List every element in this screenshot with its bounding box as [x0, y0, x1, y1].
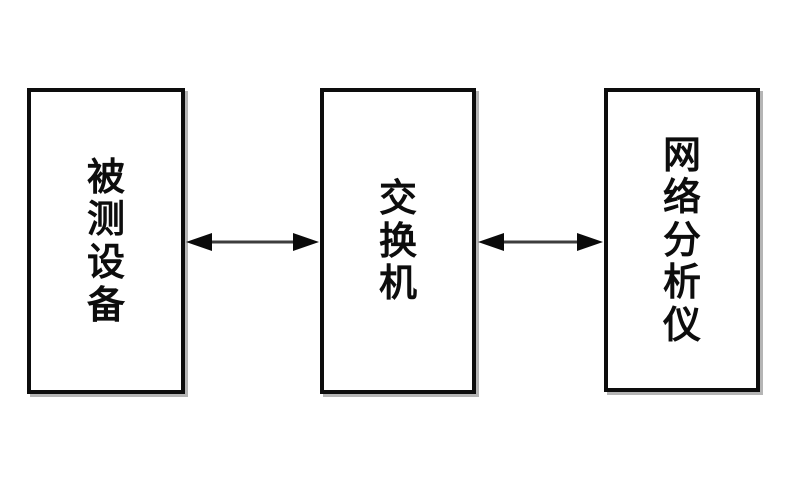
box-device-under-test: 被测设备	[27, 88, 185, 394]
box-device-under-test-label: 被测设备	[87, 153, 126, 327]
box-switch: 交换机	[320, 88, 476, 394]
box-network-analyzer-label: 网络分析仪	[663, 131, 702, 347]
double-headed-arrow-icon	[478, 233, 603, 251]
double-headed-arrow-icon	[186, 233, 319, 251]
box-network-analyzer: 网络分析仪	[604, 88, 760, 392]
box-switch-label: 交换机	[379, 175, 418, 306]
bidirectional-arrow-switch-analyzer	[477, 229, 604, 255]
bidirectional-arrow-dut-switch	[185, 229, 320, 255]
